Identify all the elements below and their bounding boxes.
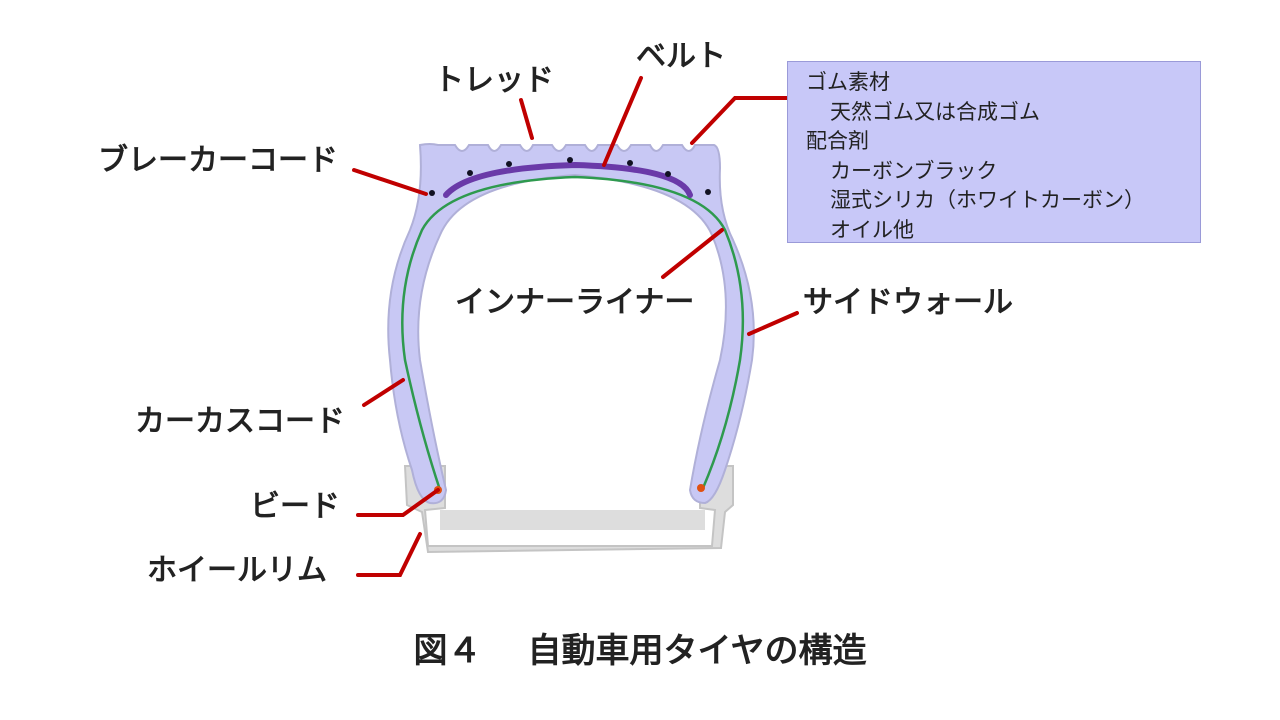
leader-materials	[690, 96, 789, 145]
leader-bead	[356, 488, 440, 517]
figure-title: 自動車用タイヤの構造	[527, 631, 867, 671]
label-carcass-cord: カーカスコード	[135, 404, 345, 439]
belt-layer	[443, 161, 693, 198]
wheel-rim	[403, 465, 734, 554]
materials-box: ゴム素材 天然ゴム又は合成ゴム 配合剤 カーボンブラック 湿式シリカ（ホワイトカ…	[787, 61, 1201, 243]
label-sidewall: サイドウォール	[803, 285, 1013, 320]
bead-core-right	[697, 484, 705, 492]
label-inner-liner: インナーライナー	[455, 285, 695, 320]
carcass-ply	[401, 175, 745, 491]
breaker-cord-dots	[429, 157, 711, 196]
label-belt: ベルト	[636, 39, 726, 74]
label-wheel-rim: ホイールリム	[147, 553, 327, 588]
compound-item: カーボンブラック	[830, 158, 998, 183]
rubber-item: 天然ゴム又は合成ゴム	[830, 99, 1040, 124]
compound-item: オイル他	[830, 217, 914, 242]
leader-wheel-rim	[356, 532, 422, 577]
leader-inner-liner	[661, 228, 724, 279]
compound-heading: 配合剤	[806, 129, 869, 153]
label-bead: ビード	[250, 489, 340, 524]
leader-belt	[602, 76, 643, 167]
leader-breaker-cord	[352, 168, 428, 196]
figure-caption: 図４ 自動車用タイヤの構造	[0, 634, 1280, 668]
rubber-heading: ゴム素材	[806, 70, 890, 94]
tire-body	[387, 143, 755, 505]
leader-tread	[519, 98, 534, 140]
leader-carcass-cord	[362, 378, 405, 407]
figure-number: 図４	[413, 631, 482, 671]
label-breaker-cord: ブレーカーコード	[98, 143, 338, 178]
label-tread: トレッド	[434, 63, 554, 98]
compound-item: 湿式シリカ（ホワイトカーボン）	[830, 188, 1145, 212]
rim-seat	[440, 510, 705, 530]
leader-sidewall	[747, 311, 799, 336]
leader-lines	[352, 76, 799, 577]
